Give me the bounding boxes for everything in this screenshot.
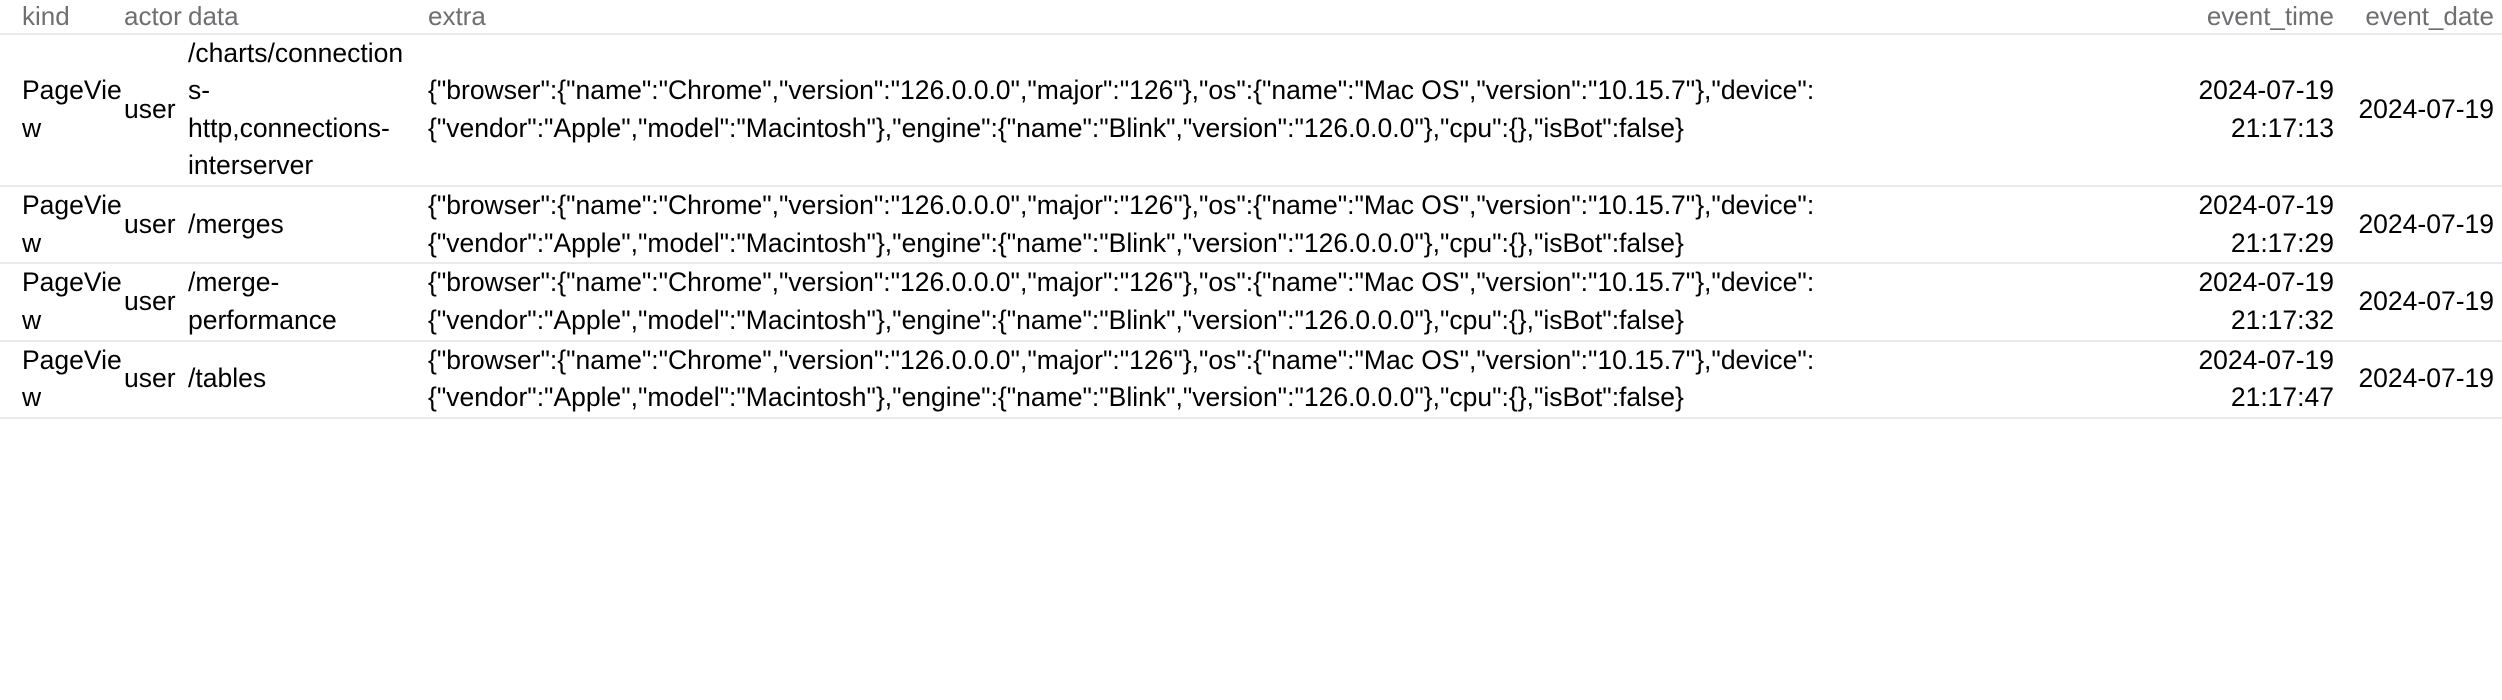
column-header-data[interactable]: data [188, 0, 428, 35]
cell-actor: user [124, 340, 188, 419]
cell-data: /charts/connections-http,connections-int… [188, 33, 428, 187]
cell-actor: user [124, 33, 188, 187]
cell-event-time: 2024-07-19 21:17:32 [2164, 263, 2334, 342]
cell-kind: PageView [0, 340, 124, 419]
cell-data: /tables [188, 340, 428, 419]
table-row[interactable]: PageView user /tables {"browser":{"name"… [0, 340, 2502, 419]
cell-extra: {"browser":{"name":"Chrome","version":"1… [428, 186, 2164, 265]
table-header-row: kind actor data extra event_time event_d… [0, 0, 2502, 35]
cell-extra: {"browser":{"name":"Chrome","version":"1… [428, 263, 2164, 342]
query-results-table: kind actor data extra event_time event_d… [0, 0, 2502, 419]
cell-extra: {"browser":{"name":"Chrome","version":"1… [428, 340, 2164, 419]
table-row[interactable]: PageView user /merges {"browser":{"name"… [0, 186, 2502, 265]
cell-actor: user [124, 186, 188, 265]
cell-event-time: 2024-07-19 21:17:47 [2164, 340, 2334, 419]
cell-event-date: 2024-07-19 [2334, 263, 2502, 342]
table-row[interactable]: PageView user /merge-performance {"brows… [0, 263, 2502, 342]
cell-kind: PageView [0, 186, 124, 265]
table-row[interactable]: PageView user /charts/connections-http,c… [0, 33, 2502, 187]
column-header-event-time[interactable]: event_time [2164, 0, 2334, 35]
column-header-extra[interactable]: extra [428, 0, 2164, 35]
cell-event-time: 2024-07-19 21:17:29 [2164, 186, 2334, 265]
cell-actor: user [124, 263, 188, 342]
table-body: PageView user /charts/connections-http,c… [0, 33, 2502, 419]
column-header-actor[interactable]: actor [124, 0, 188, 35]
cell-data: /merges [188, 186, 428, 265]
column-header-kind[interactable]: kind [0, 0, 124, 35]
cell-data: /merge-performance [188, 263, 428, 342]
cell-event-date: 2024-07-19 [2334, 186, 2502, 265]
cell-extra: {"browser":{"name":"Chrome","version":"1… [428, 33, 2164, 187]
column-header-event-date[interactable]: event_date [2334, 0, 2502, 35]
cell-event-date: 2024-07-19 [2334, 33, 2502, 187]
cell-event-date: 2024-07-19 [2334, 340, 2502, 419]
cell-kind: PageView [0, 33, 124, 187]
cell-event-time: 2024-07-19 21:17:13 [2164, 33, 2334, 187]
table-header: kind actor data extra event_time event_d… [0, 0, 2502, 35]
cell-kind: PageView [0, 263, 124, 342]
